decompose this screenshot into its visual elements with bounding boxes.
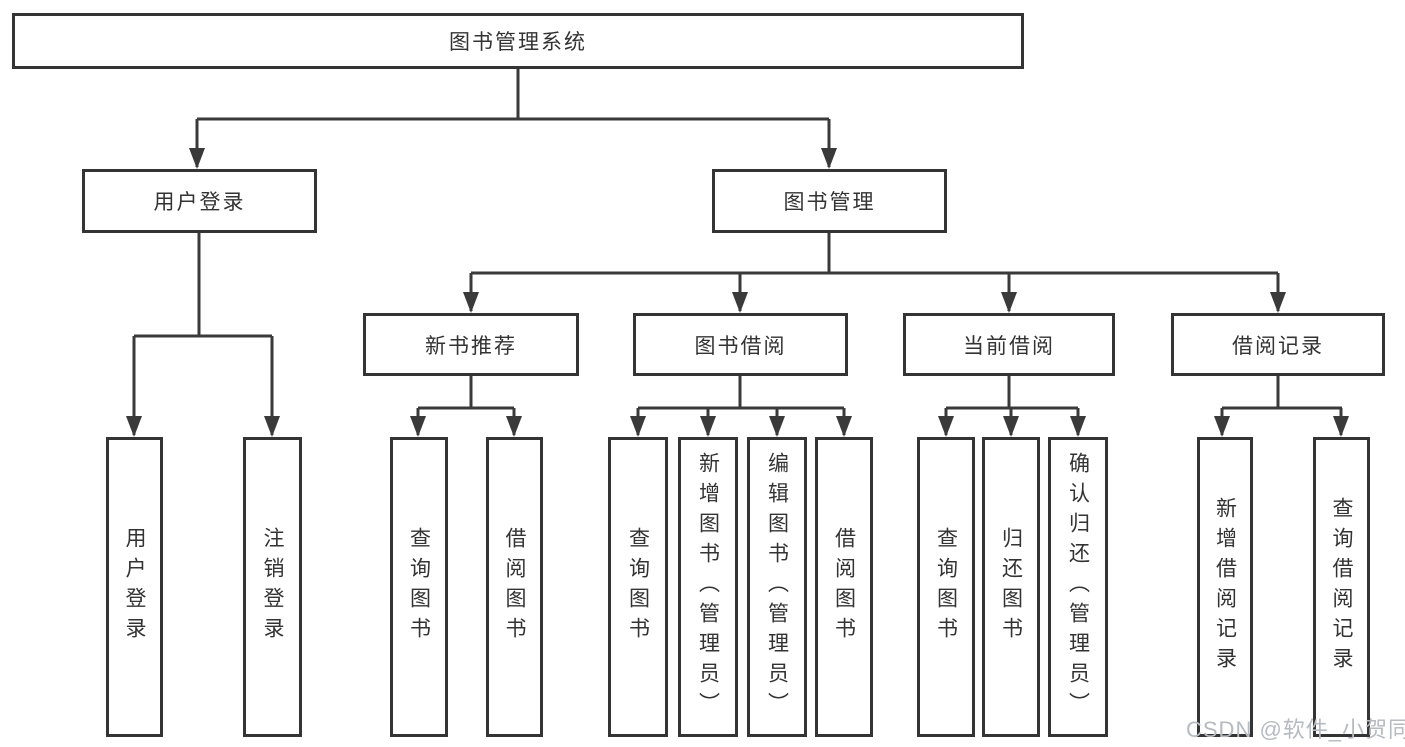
node-cb-return-books: 归还图书 (982, 437, 1040, 737)
node-bb-borrow-books-label: 借阅图书 (832, 527, 856, 647)
node-current-borrowing-label: 当前借阅 (963, 334, 1055, 358)
node-new-book-recommend-label: 新书推荐 (425, 334, 517, 358)
rail-current-borrowing (946, 376, 1078, 410)
node-cb-confirm-return: 确认归还（管理员） (1048, 437, 1108, 737)
node-logout: 注销登录 (243, 437, 302, 737)
node-cb-query-books-label: 查询图书 (934, 527, 958, 647)
node-br-add-record-label: 新增借阅记录 (1213, 497, 1237, 677)
rail-user-login (134, 233, 272, 338)
node-bb-query-books: 查询图书 (608, 437, 668, 737)
rail-root (197, 69, 829, 121)
node-cb-confirm-return-label: 确认归还（管理员） (1066, 452, 1090, 722)
node-login-label: 用户登录 (123, 527, 146, 647)
node-login: 用户登录 (106, 437, 163, 737)
node-borrowing-records-label: 借阅记录 (1232, 334, 1324, 358)
node-bb-borrow-books: 借阅图书 (815, 437, 873, 737)
node-book-borrowing: 图书借阅 (633, 313, 848, 376)
node-user-login-label: 用户登录 (153, 191, 246, 214)
node-root: 图书管理系统 (12, 13, 1024, 69)
node-bb-add-books-label: 新增图书（管理员） (696, 452, 720, 722)
node-br-query-record: 查询借阅记录 (1313, 437, 1370, 737)
node-book-management: 图书管理 (712, 169, 947, 233)
node-new-book-recommend: 新书推荐 (363, 313, 579, 376)
node-root-label: 图书管理系统 (449, 31, 587, 54)
node-bb-edit-books-label: 编辑图书（管理员） (765, 452, 789, 722)
rail-new-book (418, 376, 514, 410)
node-nb-query-books-label: 查询图书 (407, 527, 431, 647)
node-bb-query-books-label: 查询图书 (626, 527, 650, 647)
node-br-add-record: 新增借阅记录 (1197, 437, 1253, 737)
node-book-borrowing-label: 图书借阅 (694, 334, 787, 358)
node-logout-label: 注销登录 (261, 527, 284, 647)
node-user-login: 用户登录 (82, 169, 317, 233)
node-current-borrowing: 当前借阅 (903, 313, 1115, 376)
node-bb-add-books: 新增图书（管理员） (678, 437, 738, 737)
node-br-query-record-label: 查询借阅记录 (1330, 497, 1353, 677)
node-book-management-label: 图书管理 (783, 191, 876, 214)
node-borrowing-records: 借阅记录 (1171, 313, 1385, 376)
rail-book-management (471, 233, 1278, 275)
node-cb-return-books-label: 归还图书 (999, 527, 1023, 647)
node-bb-edit-books: 编辑图书（管理员） (747, 437, 807, 737)
node-nb-borrow-books-label: 借阅图书 (503, 527, 526, 647)
rail-book-borrowing (638, 376, 844, 410)
node-cb-query-books: 查询图书 (917, 437, 975, 737)
node-nb-query-books: 查询图书 (390, 437, 448, 737)
csdn-watermark: CSDN @软件_小贺同学 (1186, 717, 1405, 742)
rail-borrowing-records (1222, 376, 1342, 410)
node-nb-borrow-books: 借阅图书 (486, 437, 543, 737)
